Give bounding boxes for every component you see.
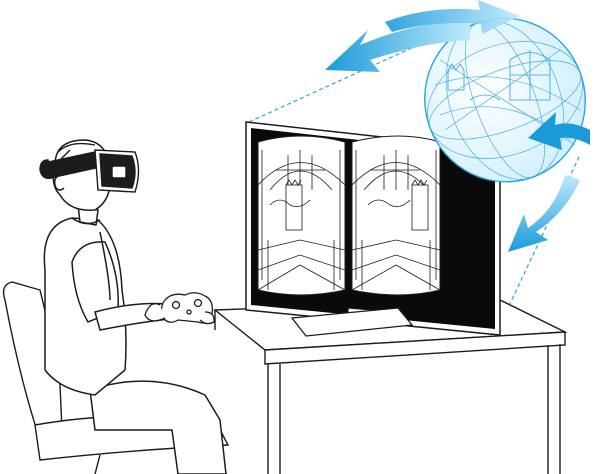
- stereo-view-left: [257, 135, 346, 296]
- stereo-view-right: [351, 135, 441, 296]
- game-controller-icon: [144, 292, 215, 325]
- arrow-icon: [325, 0, 590, 252]
- vr-headset-icon: [39, 142, 140, 193]
